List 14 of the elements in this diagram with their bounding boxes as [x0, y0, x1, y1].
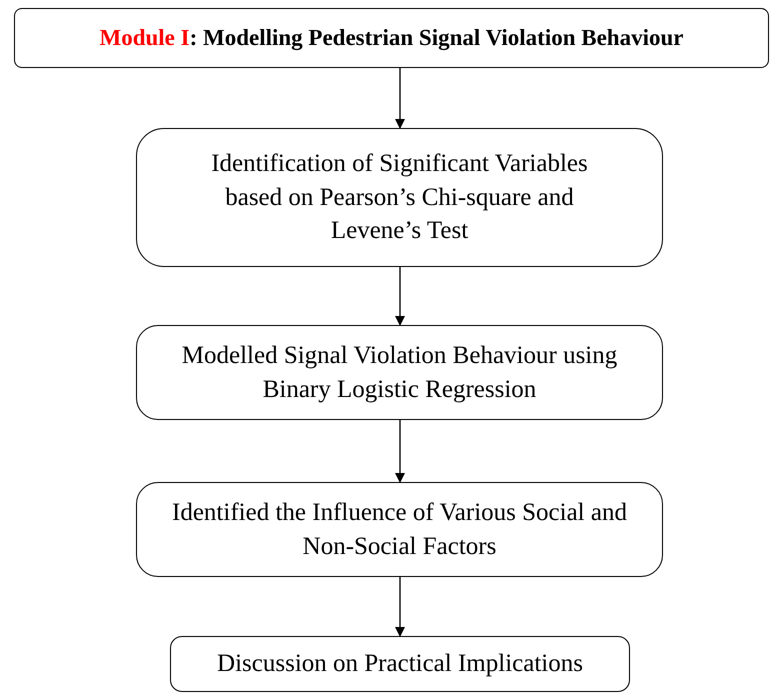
arrow — [395, 267, 405, 326]
step-text: Modelled Signal Violation Behaviour using Binary Logistic Regression — [180, 340, 618, 404]
process-box — [170, 636, 630, 692]
process-box — [136, 325, 663, 420]
step-text: Identification of Significant Variables based on Pearson’s Chi-square and Levene’s Test — [210, 148, 589, 246]
step-text: Discussion on Practical Implications — [217, 649, 583, 680]
arrow — [395, 577, 405, 637]
module-title: Module I: Modelling Pedestrian Signal Violation Behaviour — [100, 24, 684, 52]
step-text: Identified the Influence of Various Social and Non-Social Factors — [171, 498, 628, 562]
title-box — [14, 8, 769, 68]
process-box — [136, 128, 663, 267]
arrow — [395, 420, 405, 483]
process-box — [136, 482, 663, 577]
arrow — [395, 68, 405, 129]
